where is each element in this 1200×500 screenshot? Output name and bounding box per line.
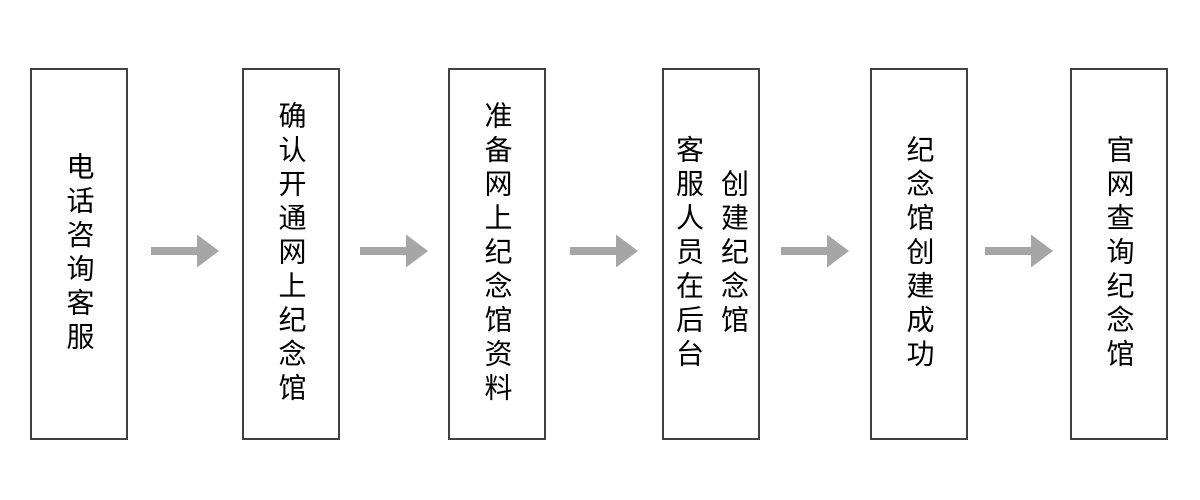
arrow-right-icon [151,234,219,268]
flow-step-4: 客服人员在后台 创建纪念馆 [662,68,760,440]
flow-step-3-label: 准备网上纪念馆资料 [481,101,513,407]
flow-step-5: 纪念馆创建成功 [870,68,968,440]
flow-step-6-label: 官网查询纪念馆 [1103,135,1135,373]
flow-step-1-label: 电话咨询客服 [63,152,95,356]
flow-step-2-label: 确认开通网上纪念馆 [275,101,307,407]
arrow-right-icon [781,234,849,268]
flow-step-4-label: 客服人员在后台 创建纪念馆 [673,135,749,373]
flow-step-1: 电话咨询客服 [30,68,128,440]
flow-step-3: 准备网上纪念馆资料 [448,68,546,440]
flow-step-6: 官网查询纪念馆 [1070,68,1168,440]
flow-step-2: 确认开通网上纪念馆 [242,68,340,440]
arrow-right-icon [360,234,428,268]
arrow-right-icon [570,234,638,268]
arrow-right-icon [985,234,1053,268]
flow-step-5-label: 纪念馆创建成功 [903,135,935,373]
